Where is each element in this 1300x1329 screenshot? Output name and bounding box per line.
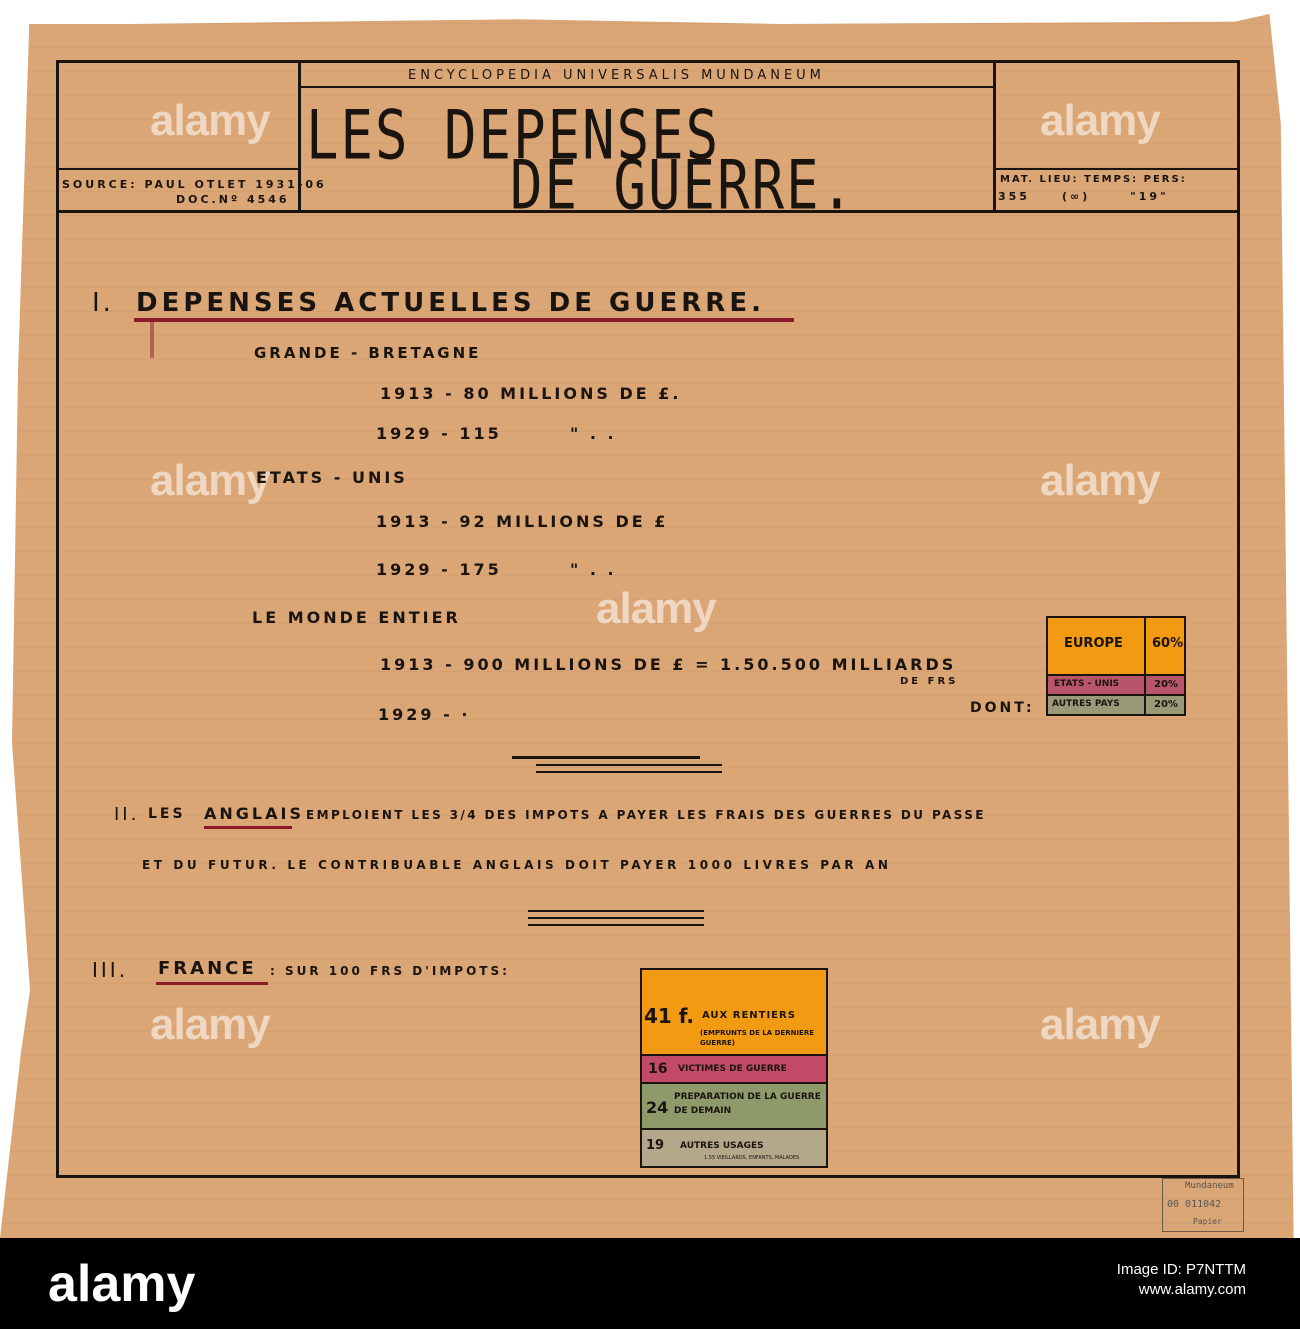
section-2-anglais: ANGLAIS	[204, 804, 304, 823]
gb-label: GRANDE - BRETAGNE	[254, 344, 482, 362]
class-box-line	[993, 168, 1240, 170]
france-segment-preparation: 24 PREPARATION DE LA GUERRE DE DEMAIN	[642, 1084, 826, 1130]
stamp-line-2: 00 011042	[1167, 1199, 1222, 1210]
section-2-line-2: ET DU FUTUR. LE CONTRIBUABLE ANGLAIS DOI…	[142, 858, 892, 872]
world-label: LE MONDE ENTIER	[252, 608, 461, 627]
rentiers-label: AUX RENTIERS	[702, 1010, 796, 1021]
section-3-intro: : SUR 100 FRS D'IMPOTS:	[270, 964, 510, 978]
classification-labels: MAT. LIEU: TEMPS: PERS:	[1000, 174, 1187, 185]
encyclopedia-label: ENCYCLOPEDIA UNIVERSALIS MUNDANEUM	[408, 68, 825, 83]
breakdown-divider	[1144, 618, 1146, 716]
france-segment-other: 19 AUTRES USAGES 1.55 VIEILLARDS, ENFANT…	[642, 1130, 826, 1166]
breakdown-us: ETATS - UNIS 20%	[1048, 676, 1184, 696]
frame-top	[56, 60, 1240, 63]
breakdown-europe-pct: 60%	[1152, 636, 1184, 651]
us-1913: 1913 - 92 MILLIONS DE £	[376, 512, 669, 531]
poster-sheet: SOURCE: PAUL OTLET 1931-06 DOC.Nº 4546 E…	[0, 0, 1300, 1238]
separator-line	[528, 924, 704, 926]
watermark: alamy	[1040, 1000, 1161, 1049]
france-underline	[156, 982, 268, 985]
image-id-label: Image ID: P7NTTM	[1116, 1261, 1246, 1278]
separator-line	[512, 756, 700, 759]
section-3-country: FRANCE	[158, 958, 257, 979]
section-1-number: I.	[92, 288, 114, 318]
dont-label: DONT:	[970, 700, 1035, 716]
world-1929: 1929 - ·	[378, 705, 471, 724]
section-1-heading: DEPENSES ACTUELLES DE GUERRE.	[136, 288, 765, 318]
stock-footer-bar: alamy Image ID: P7NTTM www.alamy.com	[0, 1238, 1300, 1329]
breakdown-europe: EUROPE 60%	[1048, 618, 1184, 676]
other-amount: 19	[646, 1138, 665, 1153]
watermark: alamy	[1040, 456, 1161, 505]
frame-divider-right	[993, 60, 996, 213]
breakdown-us-pct: 20%	[1154, 679, 1178, 690]
breakdown-us-label: ETATS - UNIS	[1054, 679, 1120, 689]
footer-logo: alamy	[48, 1255, 196, 1313]
torn-right-edge	[1268, 0, 1300, 1238]
frame-left	[56, 60, 59, 1178]
source-line-1: SOURCE: PAUL OTLET 1931-06	[62, 178, 327, 191]
breakdown-other-label: AUTRES PAYS	[1052, 699, 1120, 709]
gb-1929: 1929 - 115	[376, 424, 502, 443]
section-2-line-1: EMPLOIENT LES 3/4 DES IMPOTS A PAYER LES…	[306, 808, 986, 822]
world-breakdown-box: EUROPE 60% ETATS - UNIS 20% AUTRES PAYS …	[1046, 616, 1186, 716]
torn-top-edge	[0, 0, 1300, 24]
us-1929: 1929 - 175	[376, 560, 502, 579]
gb-1929-ditto: " . .	[570, 424, 617, 443]
stamp-line-3: Papier	[1193, 1217, 1222, 1226]
encyclopedia-line	[298, 86, 996, 88]
watermark: alamy	[150, 96, 271, 145]
anglais-underline	[204, 826, 292, 829]
other-sub: 1.55 VIEILLARDS, ENFANTS, MALADES	[704, 1155, 800, 1161]
section-2-les: LES	[148, 806, 186, 822]
watermark: alamy	[596, 584, 717, 633]
rentiers-amount: 41 f.	[644, 1004, 694, 1028]
source-line-2: DOC.Nº 4546	[176, 193, 290, 206]
victims-amount: 16	[648, 1061, 668, 1077]
watermark: alamy	[1040, 96, 1161, 145]
classification-mat: 355	[998, 190, 1030, 203]
stamp-line-1: Mundaneum	[1185, 1181, 1234, 1191]
other-label: AUTRES USAGES	[680, 1141, 764, 1151]
footer-image-id: Image ID: P7NTTM www.alamy.com	[1117, 1260, 1246, 1300]
gb-1913: 1913 - 80 MILLIONS DE £.	[380, 384, 682, 403]
separator-line	[536, 771, 722, 773]
watermark: alamy	[150, 456, 271, 505]
separator-line	[528, 910, 704, 912]
france-segment-victims: 16 VICTIMES DE GUERRE	[642, 1056, 826, 1084]
section-1-underline	[134, 318, 794, 322]
france-tax-breakdown-box: 41 f. AUX RENTIERS (EMPRUNTS DE LA DERNI…	[640, 968, 828, 1168]
ink-drip	[150, 322, 154, 358]
source-box-line	[56, 168, 301, 170]
frame-bottom	[56, 1175, 1240, 1178]
title-line-1: LES DEPENSES	[306, 96, 721, 175]
world-1913: 1913 - 900 MILLIONS DE £ = 1.50.500 MILL…	[380, 655, 957, 674]
breakdown-other: AUTRES PAYS 20%	[1048, 696, 1184, 716]
rentiers-sub: (EMPRUNTS DE LA DERNIERE GUERRE)	[700, 1029, 815, 1047]
preparation-amount: 24	[646, 1098, 669, 1117]
us-label: ETATS - UNIS	[256, 468, 408, 487]
torn-left-edge	[0, 0, 30, 1238]
classification-lieu: (∞)	[1062, 190, 1091, 203]
victims-label: VICTIMES DE GUERRE	[678, 1064, 787, 1074]
frame-right	[1237, 60, 1240, 1178]
us-1929-ditto: " . .	[570, 560, 617, 579]
section-2-number: II.	[114, 804, 140, 825]
separator-line	[536, 764, 722, 766]
france-segment-rentiers: 41 f. AUX RENTIERS (EMPRUNTS DE LA DERNI…	[642, 970, 826, 1056]
archive-stamp: Mundaneum 00 011042 Papier	[1162, 1178, 1244, 1232]
breakdown-europe-label: EUROPE	[1064, 636, 1123, 651]
separator-line	[528, 917, 704, 919]
frame-divider-left	[298, 60, 301, 213]
title-line-2: DE GUERRE.	[510, 146, 856, 225]
preparation-label: PREPARATION DE LA GUERRE DE DEMAIN	[674, 1092, 821, 1116]
watermark: alamy	[150, 1000, 271, 1049]
breakdown-other-pct: 20%	[1154, 699, 1178, 710]
section-3-number: III.	[92, 958, 129, 982]
world-frs: DE FRS	[900, 676, 959, 687]
classification-temps: "19"	[1130, 190, 1169, 203]
frame-header-bottom	[56, 210, 1240, 213]
footer-url: www.alamy.com	[1138, 1281, 1246, 1298]
